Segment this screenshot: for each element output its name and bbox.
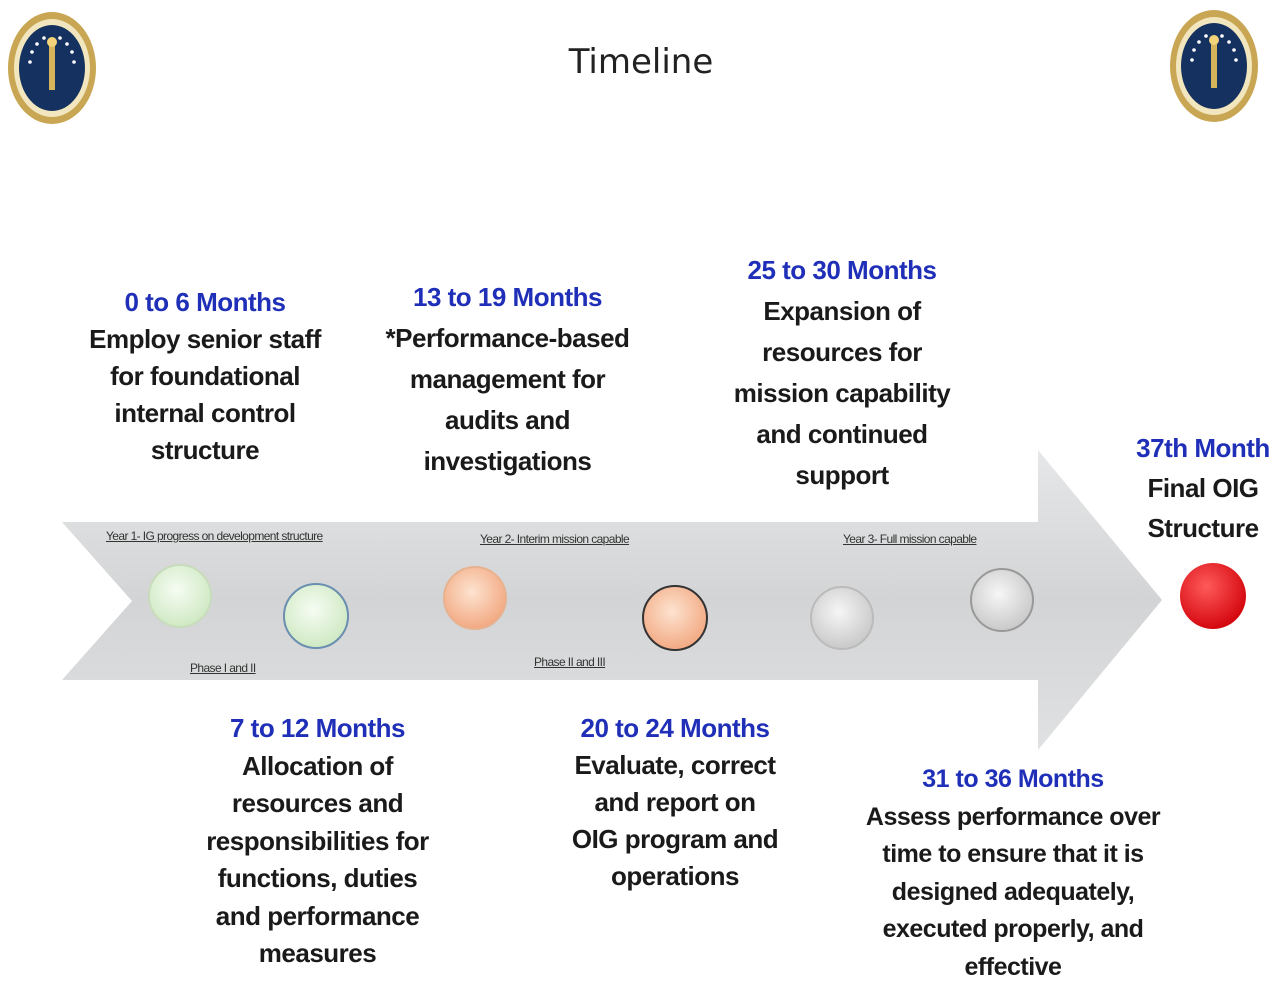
milestone-heading: 25 to 30 Months — [712, 250, 972, 291]
milestone-circle-20-24 — [643, 586, 707, 650]
milestone-heading: 37th Month — [1128, 428, 1278, 468]
year-3-label: Year 3- Full mission capable — [843, 532, 977, 546]
milestone-heading: 0 to 6 Months — [70, 284, 340, 321]
milestone-circle-31-36 — [971, 569, 1033, 631]
milestone-circle-final — [1180, 563, 1246, 629]
milestone-25-30: 25 to 30 Months Expansion of resources f… — [712, 250, 972, 496]
milestone-31-36: 31 to 36 Months Assess performance over … — [858, 761, 1168, 986]
milestone-heading: 13 to 19 Months — [370, 277, 645, 318]
milestone-heading: 31 to 36 Months — [858, 761, 1168, 799]
milestone-circle-7-12 — [284, 584, 348, 648]
milestone-20-24: 20 to 24 Months Evaluate, correct and re… — [540, 710, 810, 895]
milestone-description: *Performance-based management for audits… — [370, 318, 645, 482]
milestone-circle-0-6 — [149, 565, 211, 627]
milestone-description: Evaluate, correct and report on OIG prog… — [540, 747, 810, 895]
milestone-circle-25-30 — [811, 587, 873, 649]
year-2-label: Year 2- Interim mission capable — [480, 532, 629, 546]
milestone-heading: 20 to 24 Months — [540, 710, 810, 747]
phase-1-2-label: Phase I and II — [190, 661, 256, 675]
milestone-7-12: 7 to 12 Months Allocation of resources a… — [180, 710, 455, 973]
year-1-label: Year 1- IG progress on development struc… — [106, 529, 323, 543]
milestone-final: 37th Month Final OIG Structure — [1128, 428, 1278, 548]
milestone-description: Employ senior staff for foundational int… — [70, 321, 340, 469]
milestone-description: Expansion of resources for mission capab… — [712, 291, 972, 496]
milestone-description: Allocation of resources and responsibili… — [180, 748, 455, 973]
milestone-description: Assess performance over time to ensure t… — [858, 799, 1168, 986]
milestone-heading: 7 to 12 Months — [180, 710, 455, 748]
phase-2-3-label: Phase II and III — [534, 655, 605, 669]
milestone-circle-13-19 — [444, 567, 506, 629]
milestone-description: Final OIG Structure — [1128, 468, 1278, 548]
milestone-13-19: 13 to 19 Months *Performance-based manag… — [370, 277, 645, 482]
milestone-0-6: 0 to 6 Months Employ senior staff for fo… — [70, 284, 340, 469]
